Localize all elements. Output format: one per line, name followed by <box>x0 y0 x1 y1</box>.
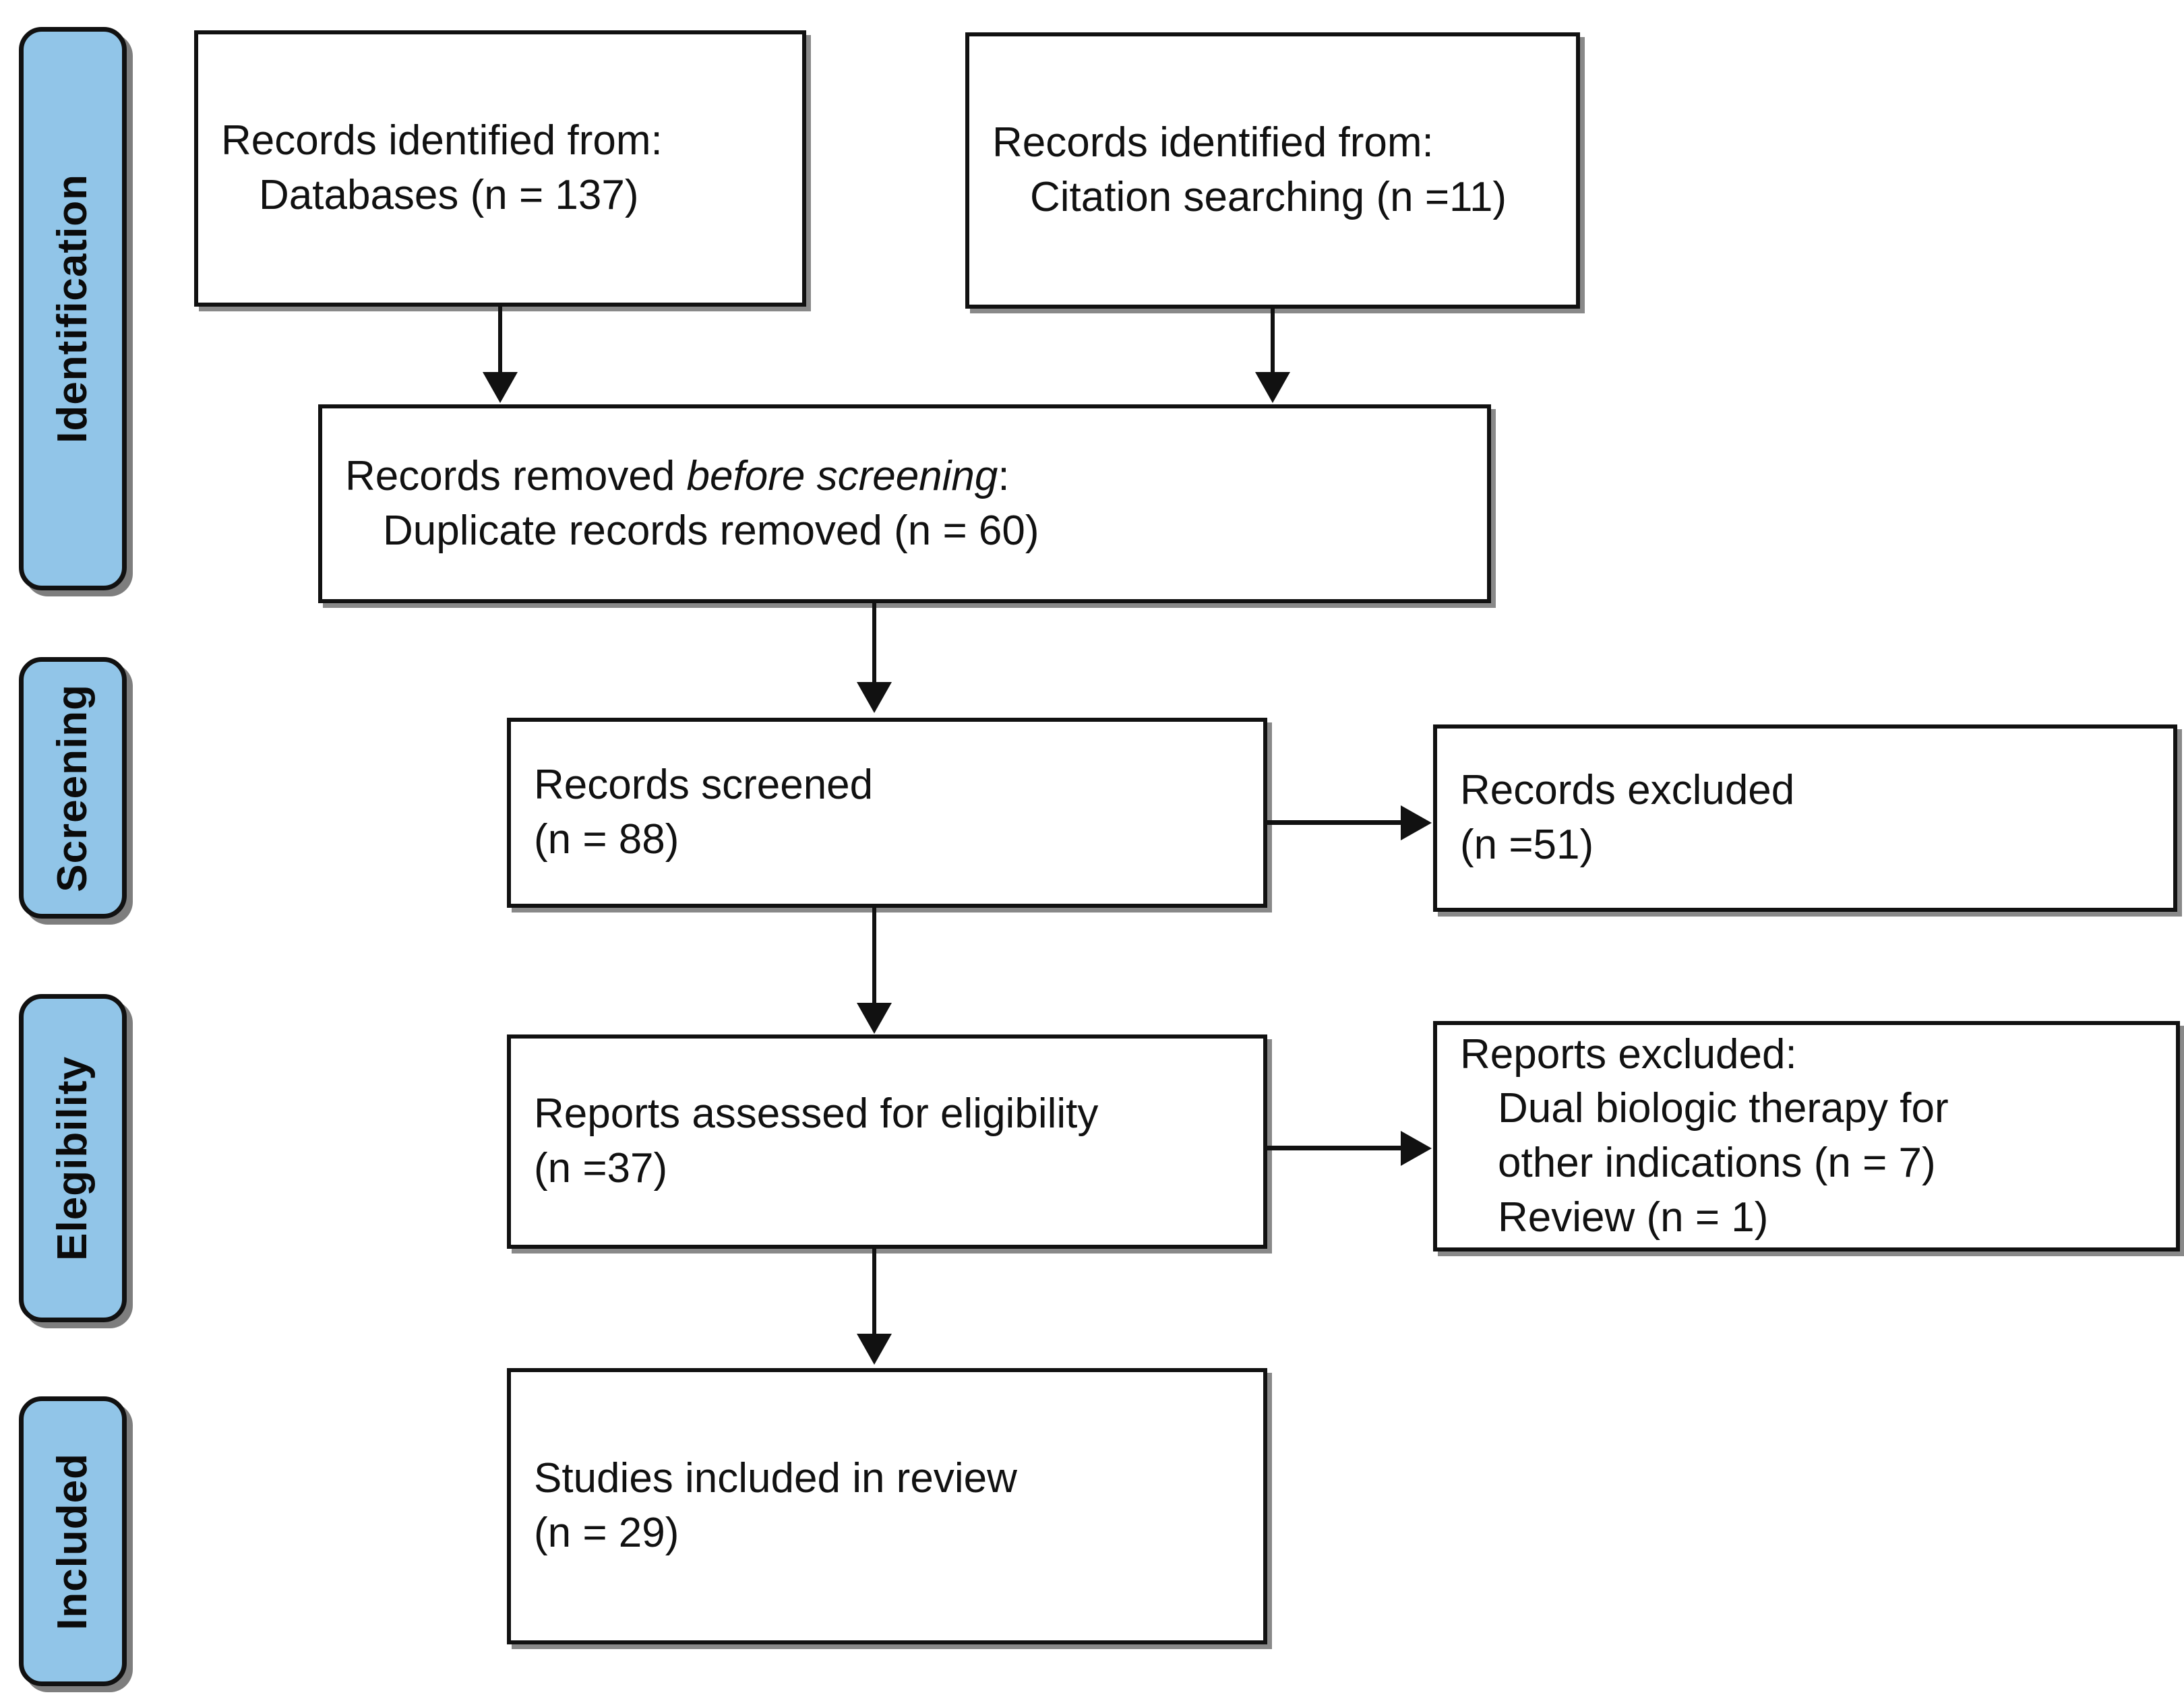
studies-included-line-1: Studies included in review <box>534 1455 1017 1502</box>
box-reports-excluded: Reports excluded: Dual biologic therapy … <box>1433 1021 2180 1251</box>
stage-label-screening: Screening <box>49 683 96 892</box>
records-screened-line-2: (n = 88) <box>534 816 679 863</box>
stage-tab-screening: Screening <box>19 657 127 919</box>
connector-assessed-to-included <box>872 1249 876 1336</box>
box-records-identified-databases: Records identified from: Databases (n = … <box>194 30 806 307</box>
arrowhead-assessed-to-reports-excluded <box>1401 1131 1432 1166</box>
arrowhead-databases-to-removed <box>483 372 518 403</box>
connector-removed-to-screened <box>872 603 876 689</box>
removed-line-2: Duplicate records removed (n = 60) <box>383 507 1039 554</box>
arrowhead-screened-to-excluded <box>1401 805 1432 840</box>
stage-tab-included: Included <box>19 1396 127 1686</box>
box-records-screened: Records screened (n = 88) <box>507 718 1267 908</box>
records-excluded-line-1: Records excluded <box>1460 767 1795 814</box>
connector-screened-to-excluded <box>1267 820 1402 825</box>
reports-excluded-line-4: Review (n = 1) <box>1498 1194 1769 1241</box>
reports-assessed-line-2: (n =37) <box>534 1145 668 1192</box>
databases-line-1: Records identified from: <box>221 117 663 164</box>
stage-label-identification: Identification <box>49 174 96 443</box>
stage-tab-eligibility: Elegibility <box>19 994 127 1322</box>
connector-databases-to-removed <box>498 307 502 381</box>
records-screened-line-1: Records screened <box>534 762 874 809</box>
studies-included-line-2: (n = 29) <box>534 1510 679 1556</box>
box-records-excluded: Records excluded (n =51) <box>1433 724 2177 912</box>
connector-assessed-to-reports-excluded <box>1267 1146 1402 1150</box>
connector-citation-to-removed <box>1271 309 1275 383</box>
databases-line-2: Databases (n = 137) <box>259 172 639 218</box>
citation-line-2: Citation searching (n =11) <box>1030 174 1507 220</box>
stage-tab-identification: Identification <box>19 27 127 590</box>
box-studies-included-in-review: Studies included in review (n = 29) <box>507 1368 1267 1644</box>
arrowhead-assessed-to-included <box>857 1334 892 1365</box>
removed-line-1-emphasis: before screening <box>686 452 998 499</box>
reports-excluded-line-3: other indications (n = 7) <box>1498 1140 1936 1186</box>
removed-line-1-prefix: Records removed <box>345 452 687 499</box>
stage-label-included: Included <box>49 1452 96 1630</box>
box-records-removed-before-screening: Records removed before screening: Duplic… <box>318 404 1491 603</box>
records-excluded-line-2: (n =51) <box>1460 822 1594 868</box>
arrowhead-screened-to-assessed <box>857 1003 892 1034</box>
removed-line-1: Records removed before screening: <box>345 450 1464 504</box>
arrowhead-citation-to-removed <box>1255 372 1290 403</box>
reports-assessed-line-1: Reports assessed for eligibility <box>534 1090 1099 1138</box>
connector-screened-to-assessed <box>872 908 876 1006</box>
box-records-identified-citation: Records identified from: Citation search… <box>965 32 1580 309</box>
reports-excluded-line-2: Dual biologic therapy for <box>1498 1085 1949 1132</box>
reports-excluded-line-1: Reports excluded: <box>1460 1030 1797 1078</box>
arrowhead-removed-to-screened <box>857 682 892 713</box>
citation-line-1: Records identified from: <box>992 119 1434 166</box>
box-reports-assessed-for-eligibility: Reports assessed for eligibility (n =37) <box>507 1034 1267 1249</box>
stage-label-eligibility: Elegibility <box>49 1055 96 1261</box>
removed-line-1-suffix: : <box>998 452 1010 499</box>
